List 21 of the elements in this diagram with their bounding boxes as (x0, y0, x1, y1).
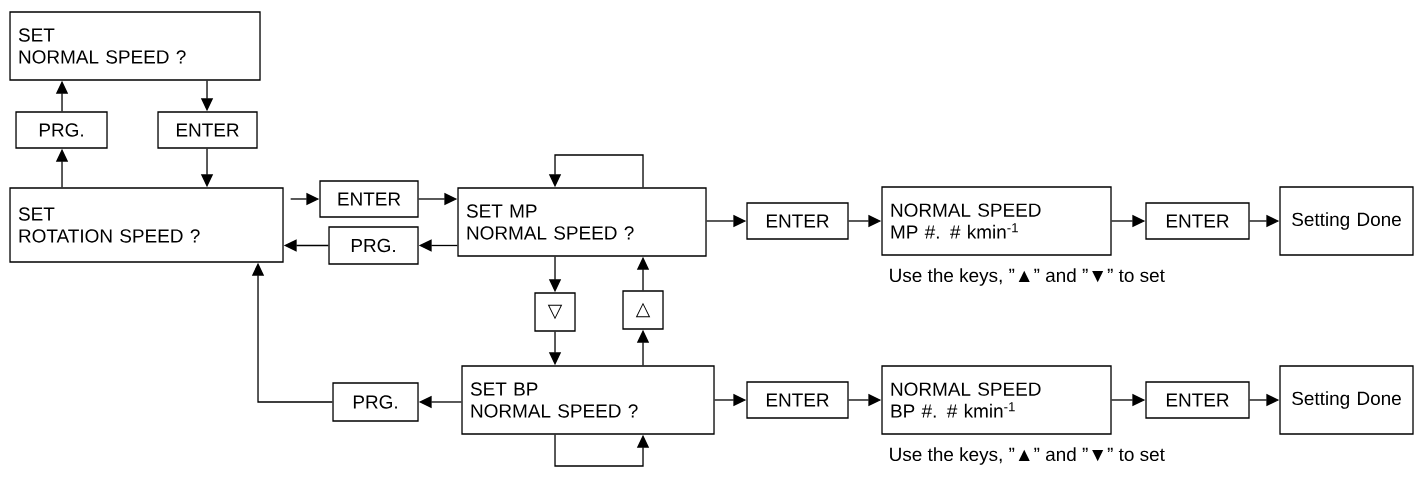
instruction-text: Use the keys, ”▲” and ”▼” to set (890, 268, 1165, 286)
key-box: ENTER (746, 381, 849, 419)
key-box: PRG. (15, 111, 108, 149)
key-box: ENTER (157, 111, 258, 149)
arrow-key-box: ▽ (534, 292, 576, 332)
instruction-text: Use the keys, ”▲” and ”▼” to set (890, 447, 1165, 465)
display-box: SET BP NORMAL SPEED ? (461, 365, 715, 435)
result-box: Setting Done (1279, 186, 1414, 256)
key-box: PRG. (328, 226, 419, 265)
result-box: Setting Done (1279, 365, 1414, 435)
key-box: ENTER (1145, 381, 1250, 419)
display-box: SET NORMAL SPEED ? (9, 11, 261, 81)
key-box: PRG. (332, 382, 419, 422)
display-box: NORMAL SPEED MP #. # kmin$^{-1}$ (881, 186, 1112, 256)
arrow-key-box: △ (622, 290, 664, 330)
key-box: ENTER (1145, 202, 1250, 240)
key-box: ENTER (319, 180, 419, 218)
key-box: ENTER (746, 202, 849, 240)
display-box: NORMAL SPEED BP #. # kmin$^{-1}$ (881, 365, 1112, 435)
display-box: SET ROTATION SPEED ? (9, 187, 284, 263)
display-box: SET MP NORMAL SPEED ? (457, 187, 707, 257)
